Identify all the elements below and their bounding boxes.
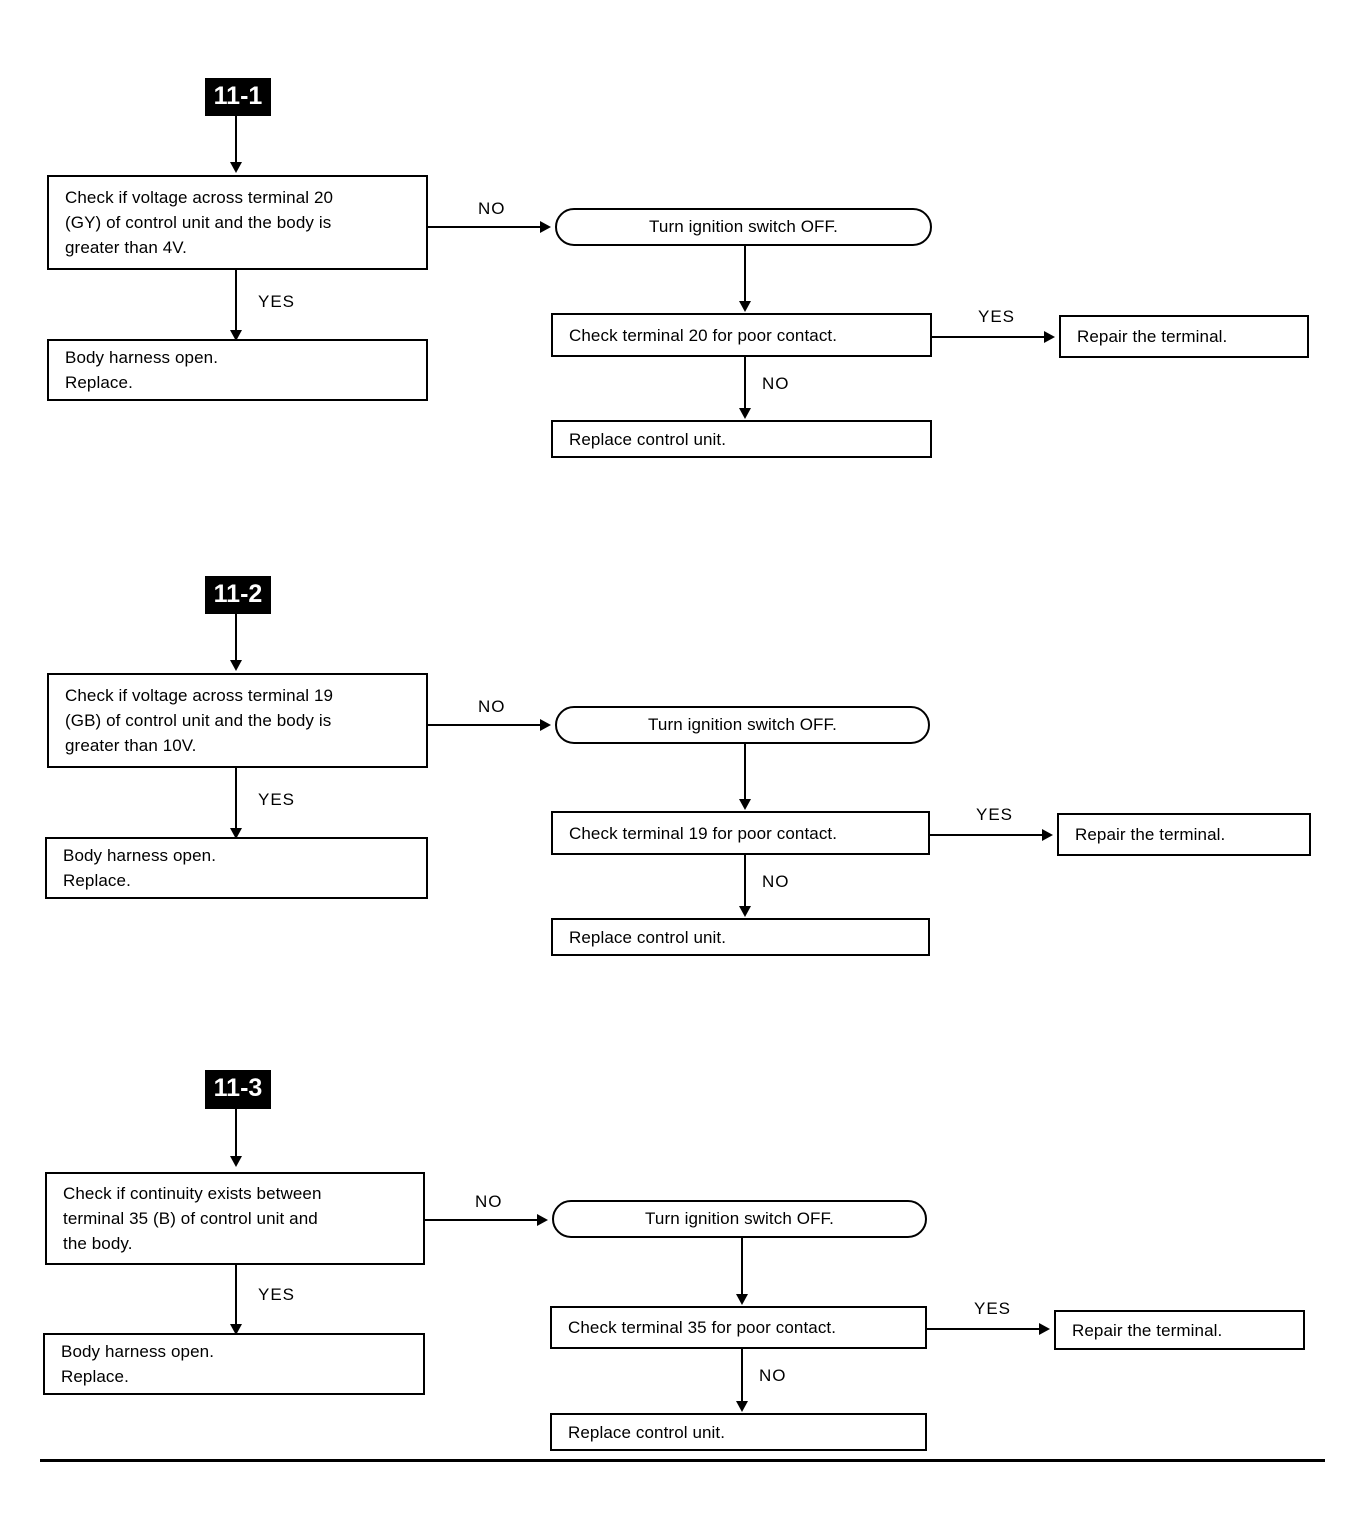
- edge-label-yes-contact-11-3: YES: [974, 1299, 1012, 1318]
- connector-question-to-outcome-11-1: [235, 270, 237, 332]
- harness-outcome-box-11-2: Body harness open. Replace.: [45, 837, 428, 899]
- question-text: Check if voltage across terminal 19 (GB)…: [65, 686, 334, 755]
- contact-check-box-11-2: Check terminal 19 for poor contact.: [551, 811, 930, 855]
- connector-contact-to-replace-11-2: [744, 855, 746, 908]
- arrowhead-contact-to-replace-11-1: [739, 408, 751, 419]
- arrowhead-badge-to-question: [230, 660, 242, 671]
- arrowhead-no-11-2: [540, 719, 551, 731]
- edge-no-line-11-2: [428, 724, 543, 726]
- repair-terminal-box-11-1: Repair the terminal.: [1059, 315, 1309, 358]
- step-badge-11-1: 11-1: [205, 78, 271, 116]
- edge-yes-line-11-3: [927, 1328, 1042, 1330]
- arrowhead-yes-11-1: [1044, 331, 1055, 343]
- replace-unit-box-11-3: Replace control unit.: [550, 1413, 927, 1451]
- edge-label-no-11-2: NO: [478, 697, 506, 716]
- repair-terminal-box-11-2: Repair the terminal.: [1057, 813, 1311, 856]
- connector-question-to-outcome-11-3: [235, 1265, 237, 1326]
- connector-question-to-outcome-11-2: [235, 768, 237, 830]
- connector-ignition-to-contact-11-2: [744, 744, 746, 801]
- ignition-step-11-1: Turn ignition switch OFF.: [555, 208, 932, 246]
- contact-check-box-11-3: Check terminal 35 for poor contact.: [550, 1306, 927, 1349]
- question-text: Check if continuity exists between termi…: [63, 1184, 322, 1253]
- arrowhead-yes-11-3: [1039, 1323, 1050, 1335]
- arrowhead-contact-to-replace-11-3: [736, 1401, 748, 1412]
- edge-label-no-contact-11-3: NO: [759, 1366, 787, 1385]
- harness-outcome-text: Body harness open. Replace.: [63, 846, 217, 890]
- repair-terminal-text: Repair the terminal.: [1072, 1320, 1223, 1340]
- replace-unit-box-11-2: Replace control unit.: [551, 918, 930, 956]
- question-box-11-2: Check if voltage across terminal 19 (GB)…: [47, 673, 428, 768]
- edge-label-no-contact-11-1: NO: [762, 374, 790, 393]
- step-badge-11-2: 11-2: [205, 576, 271, 614]
- connector-contact-to-replace-11-1: [744, 357, 746, 410]
- arrowhead-question-to-outcome-11-1: [230, 330, 242, 341]
- connector-ignition-to-contact-11-3: [741, 1238, 743, 1296]
- ignition-step-11-3: Turn ignition switch OFF.: [552, 1200, 927, 1238]
- arrowhead-badge-to-question: [230, 1156, 242, 1167]
- edge-label-yes-11-1: YES: [258, 292, 296, 311]
- arrowhead-ignition-to-contact-11-2: [739, 799, 751, 810]
- section-11-3: 11-3 Check if continuity exists between …: [0, 995, 1365, 1495]
- connector-ignition-to-contact-11-1: [744, 246, 746, 303]
- connector-badge-to-question: [235, 614, 237, 662]
- edge-label-yes-11-3: YES: [258, 1285, 296, 1304]
- repair-terminal-box-11-3: Repair the terminal.: [1054, 1310, 1305, 1350]
- arrowhead-no-11-3: [537, 1214, 548, 1226]
- harness-outcome-box-11-1: Body harness open. Replace.: [47, 339, 428, 401]
- connector-badge-to-question: [235, 116, 237, 164]
- contact-check-text: Check terminal 35 for poor contact.: [568, 1318, 837, 1337]
- connector-badge-to-question: [235, 1109, 237, 1159]
- replace-unit-text: Replace control unit.: [568, 1422, 726, 1442]
- arrowhead-contact-to-replace-11-2: [739, 906, 751, 917]
- question-text: Check if voltage across terminal 20 (GY)…: [65, 188, 334, 257]
- arrowhead-badge-to-question: [230, 162, 242, 173]
- replace-unit-text: Replace control unit.: [569, 429, 727, 449]
- arrowhead-ignition-to-contact-11-3: [736, 1294, 748, 1305]
- edge-label-no-11-3: NO: [475, 1192, 503, 1211]
- repair-terminal-text: Repair the terminal.: [1075, 825, 1226, 844]
- arrowhead-ignition-to-contact-11-1: [739, 301, 751, 312]
- harness-outcome-text: Body harness open. Replace.: [61, 1342, 215, 1386]
- connector-contact-to-replace-11-3: [741, 1349, 743, 1403]
- ignition-step-text: Turn ignition switch OFF.: [648, 715, 837, 734]
- contact-check-text: Check terminal 19 for poor contact.: [569, 823, 838, 843]
- edge-no-line-11-3: [425, 1219, 540, 1221]
- harness-outcome-box-11-3: Body harness open. Replace.: [43, 1333, 425, 1395]
- edge-no-line-11-1: [428, 226, 543, 228]
- edge-label-yes-contact-11-2: YES: [976, 805, 1014, 824]
- edge-yes-line-11-1: [932, 336, 1047, 338]
- ignition-step-text: Turn ignition switch OFF.: [645, 1209, 834, 1228]
- repair-terminal-text: Repair the terminal.: [1077, 327, 1228, 346]
- edge-label-yes-11-2: YES: [258, 790, 296, 809]
- section-11-2: 11-2 Check if voltage across terminal 19…: [0, 498, 1365, 998]
- edge-label-yes-contact-11-1: YES: [978, 307, 1016, 326]
- edge-label-no-11-1: NO: [478, 199, 506, 218]
- question-box-11-3: Check if continuity exists between termi…: [45, 1172, 425, 1265]
- contact-check-text: Check terminal 20 for poor contact.: [569, 325, 838, 345]
- page-bottom-rule: [40, 1459, 1325, 1462]
- harness-outcome-text: Body harness open. Replace.: [65, 348, 219, 392]
- arrowhead-question-to-outcome-11-2: [230, 828, 242, 839]
- contact-check-box-11-1: Check terminal 20 for poor contact.: [551, 313, 932, 357]
- ignition-step-11-2: Turn ignition switch OFF.: [555, 706, 930, 744]
- arrowhead-yes-11-2: [1042, 829, 1053, 841]
- edge-label-no-contact-11-2: NO: [762, 872, 790, 891]
- replace-unit-text: Replace control unit.: [569, 927, 727, 947]
- arrowhead-question-to-outcome-11-3: [230, 1324, 242, 1335]
- step-badge-11-3: 11-3: [205, 1070, 271, 1109]
- arrowhead-no-11-1: [540, 221, 551, 233]
- question-box-11-1: Check if voltage across terminal 20 (GY)…: [47, 175, 428, 270]
- section-11-1: 11-1 Check if voltage across terminal 20…: [0, 0, 1365, 500]
- ignition-step-text: Turn ignition switch OFF.: [649, 217, 838, 236]
- replace-unit-box-11-1: Replace control unit.: [551, 420, 932, 458]
- edge-yes-line-11-2: [930, 834, 1045, 836]
